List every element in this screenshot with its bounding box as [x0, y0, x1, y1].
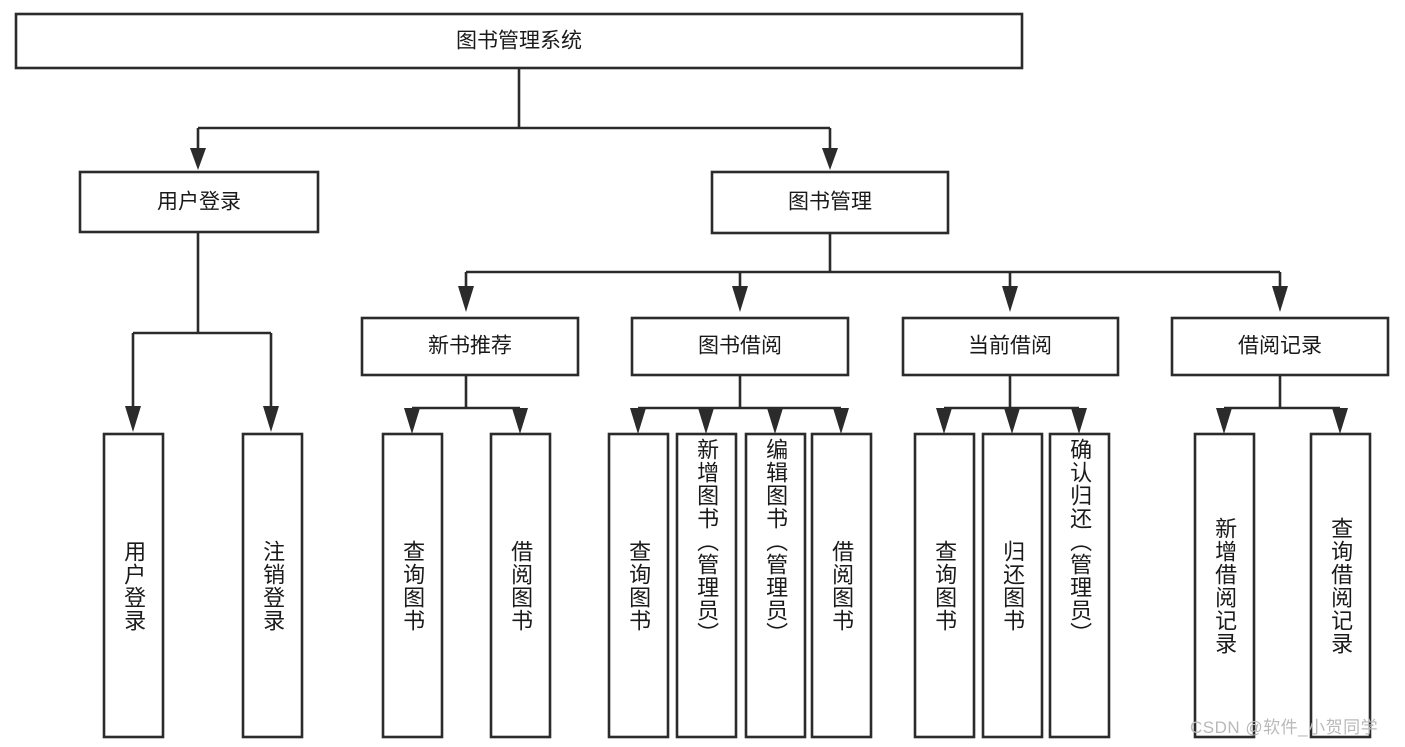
arrow-to-leaf-return-book: [1004, 408, 1020, 434]
arrow-to-new-book-recommend: [458, 286, 474, 312]
node-leaf-add-book[interactable]: [675, 432, 738, 739]
node-root-label: 图书管理系统: [456, 30, 582, 53]
node-leaf-borrow-book-2[interactable]: [810, 432, 873, 739]
node-book-borrow[interactable]: [630, 316, 850, 377]
connector-group-borrow-record: [1216, 375, 1348, 434]
node-book-borrow-label: 图书借阅: [698, 335, 782, 358]
node-leaf-confirm-return[interactable]: [1048, 432, 1111, 739]
arrow-to-leaf-borrow-book-1: [512, 408, 528, 434]
arrow-to-leaf-query-record: [1332, 408, 1348, 434]
connector-group-root: [190, 68, 838, 170]
node-current-borrow-label: 当前借阅: [968, 335, 1052, 358]
node-root[interactable]: [14, 12, 1024, 70]
arrow-to-leaf-confirm-return: [1071, 408, 1087, 434]
connector-group-user-login: [125, 232, 279, 432]
arrow-to-book-manage: [822, 148, 838, 170]
connector-group-current-borrow: [936, 375, 1087, 434]
node-user-login[interactable]: [78, 170, 320, 234]
arrow-to-leaf-query-book-3: [936, 408, 952, 434]
arrow-to-leaf-edit-book: [767, 408, 783, 434]
connector-group-book-manage: [458, 233, 1288, 312]
arrow-to-leaf-borrow-book-2: [833, 408, 849, 434]
arrow-to-leaf-user-logout: [263, 406, 279, 432]
arrow-to-leaf-add-book: [698, 408, 714, 434]
node-user-login-label: 用户登录: [157, 191, 241, 214]
arrow-to-leaf-add-record: [1216, 408, 1232, 434]
node-leaf-return-book[interactable]: [981, 432, 1044, 739]
node-leaf-user-logout[interactable]: [241, 432, 304, 739]
arrow-to-book-borrow: [732, 286, 748, 312]
node-book-manage-label: 图书管理: [788, 191, 872, 214]
node-leaf-query-book-3[interactable]: [913, 432, 976, 739]
connector-group-book-borrow: [630, 375, 849, 434]
arrow-to-leaf-query-book-2: [630, 408, 646, 434]
connector-group-new-book-recommend: [404, 375, 528, 434]
node-new-book-recommend[interactable]: [360, 316, 580, 377]
node-leaf-query-book-1[interactable]: [381, 432, 444, 739]
csdn-watermark: CSDN @软件_小贺同学: [1190, 718, 1379, 737]
node-new-book-recommend-label: 新书推荐: [428, 335, 512, 358]
node-leaf-borrow-book-1[interactable]: [489, 432, 552, 739]
node-borrow-record-label: 借阅记录: [1238, 335, 1322, 358]
node-book-manage[interactable]: [710, 170, 950, 235]
arrow-to-leaf-user-login: [125, 406, 141, 432]
node-leaf-query-book-2[interactable]: [607, 432, 670, 739]
arrow-to-current-borrow: [1002, 286, 1018, 312]
arrow-to-borrow-record: [1272, 286, 1288, 312]
arrow-to-leaf-query-book-1: [404, 408, 420, 434]
node-leaf-user-login[interactable]: [102, 432, 165, 739]
node-current-borrow[interactable]: [901, 316, 1120, 377]
node-leaf-query-record[interactable]: [1309, 432, 1372, 739]
node-leaf-add-record[interactable]: [1193, 432, 1256, 739]
node-leaf-edit-book[interactable]: [744, 432, 807, 739]
arrow-to-user-login: [190, 148, 206, 170]
node-borrow-record[interactable]: [1170, 316, 1390, 377]
